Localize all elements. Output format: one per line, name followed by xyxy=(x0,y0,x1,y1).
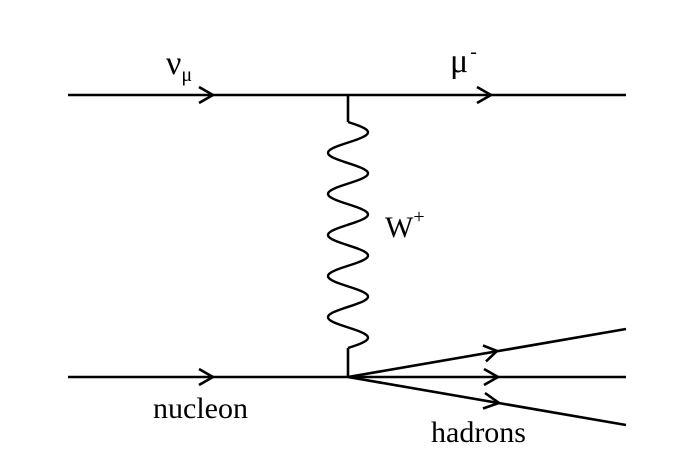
hadron-arrow-upper xyxy=(482,344,500,363)
hadron-arrow-lower xyxy=(482,391,502,410)
nucleon-arrow xyxy=(198,367,216,387)
hadron-line-lower xyxy=(347,375,627,427)
w-boson-wavy-line xyxy=(326,120,370,350)
muon-arrow xyxy=(476,85,494,105)
hadrons-label: hadrons xyxy=(431,416,526,449)
muon-label: μ- xyxy=(450,41,477,80)
hadron-arrow-middle xyxy=(483,367,501,387)
nucleon-label: nucleon xyxy=(153,392,248,425)
neutrino-label: νμ xyxy=(166,45,192,86)
w-boson-label: W+ xyxy=(385,206,425,244)
neutrino-arrow xyxy=(198,85,216,105)
hadron-line-upper xyxy=(347,327,627,379)
